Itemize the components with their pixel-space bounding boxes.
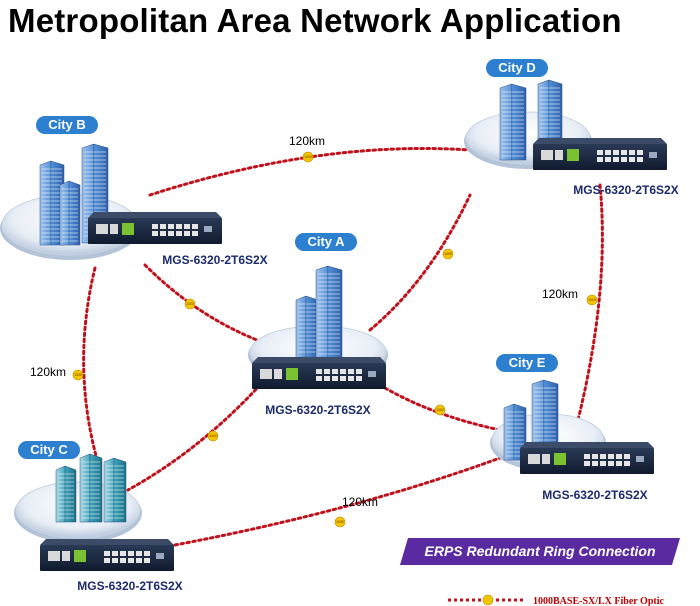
distance-labels: 120km 120km 120km 120km <box>30 134 578 509</box>
city-label: City C <box>30 442 68 457</box>
city-label: City E <box>509 355 546 370</box>
svg-text:1000: 1000 <box>209 434 217 438</box>
city-label: City B <box>48 117 86 132</box>
fiber-link-b-d <box>148 146 472 197</box>
svg-text:1000: 1000 <box>436 408 444 412</box>
legend: 1000BASE-SX/LX Fiber Optic <box>448 594 664 606</box>
city-label-badge <box>486 59 548 77</box>
switch-device-icon <box>88 212 222 244</box>
switch-device-icon <box>40 539 174 571</box>
fiber-badge-icon <box>482 594 494 606</box>
legend-label: 1000BASE-SX/LX Fiber Optic <box>533 596 664 606</box>
svg-text:1000: 1000 <box>588 298 596 302</box>
city-label-badge <box>295 233 357 251</box>
nodes-layer: City A MGS-6320-2T6S2X City B MGS-6320-2T6S… <box>0 59 679 593</box>
building-icon <box>59 180 81 246</box>
device-label: MGS-6320-2T6S2X <box>573 183 678 197</box>
fiber-badge-icon: 1000 <box>442 248 454 260</box>
device-label: MGS-6320-2T6S2X <box>542 488 647 502</box>
fiber-badge-icon: 1000 <box>207 430 219 442</box>
fiber-badge-icon: 1000 <box>434 404 446 416</box>
distance-label: 120km <box>342 495 378 509</box>
city-node-b: City B MGS-6320-2T6S2X <box>0 116 268 267</box>
city-label: City D <box>498 60 536 75</box>
distance-label: 120km <box>289 134 325 148</box>
city-node-a: City A MGS-6320-2T6S2X <box>248 233 388 417</box>
building-icon <box>55 465 77 523</box>
city-label: City A <box>307 234 345 249</box>
fiber-badge-icon: 1000 <box>184 298 196 310</box>
fiber-badge-icon: 1000 <box>72 369 84 381</box>
fiber-link-b-c <box>82 266 102 472</box>
fiber-badge-icon: 1000 <box>586 294 598 306</box>
building-icon <box>499 83 527 161</box>
badges-layer: 1000 1000 1000 1000 1000 1000 1000 1000 <box>72 151 598 528</box>
building-icon <box>537 79 563 157</box>
fiber-link-a-d <box>368 193 472 332</box>
building-icon <box>79 453 103 523</box>
svg-text:1000: 1000 <box>336 520 344 524</box>
svg-text:1000: 1000 <box>304 155 312 159</box>
distance-label: 120km <box>30 365 66 379</box>
svg-text:1000: 1000 <box>186 302 194 306</box>
device-label: MGS-6320-2T6S2X <box>265 403 370 417</box>
city-label-badge <box>18 441 80 459</box>
page-title: Metropolitan Area Network Application <box>8 2 622 39</box>
fiber-link-c-e <box>173 453 510 547</box>
fiber-badge-icon: 1000 <box>334 516 346 528</box>
fiber-link-a-b <box>143 263 272 347</box>
erps-label: ERPS Redundant Ring Connection <box>425 543 656 559</box>
svg-text:1000: 1000 <box>74 373 82 377</box>
building-icon <box>295 295 319 359</box>
fiber-badge-icon: 1000 <box>302 151 314 163</box>
building-icon <box>503 403 527 461</box>
building-icon <box>531 379 559 463</box>
fiber-link-a-c <box>126 383 262 492</box>
city-label-badge <box>496 354 558 372</box>
device-label: MGS-6320-2T6S2X <box>162 253 267 267</box>
city-label-badge <box>36 116 98 134</box>
erps-banner: ERPS Redundant Ring Connection <box>400 538 680 565</box>
building-icon <box>39 160 65 246</box>
switch-device-icon <box>533 138 667 170</box>
city-node-e: City E MGS-6320-2T6S2X <box>490 354 654 502</box>
switch-device-icon <box>252 357 386 389</box>
switch-device-icon <box>520 442 654 474</box>
device-label: MGS-6320-2T6S2X <box>77 579 182 593</box>
building-icon <box>315 265 343 359</box>
distance-label: 120km <box>542 287 578 301</box>
city-node-d: City D MGS-6320-2T6S2X <box>464 59 679 197</box>
svg-text:1000: 1000 <box>444 252 452 256</box>
fiber-link-d-e <box>576 183 604 422</box>
building-icon <box>103 457 127 523</box>
city-node-c: City C MGS-6320-2T6S2X <box>14 441 183 593</box>
